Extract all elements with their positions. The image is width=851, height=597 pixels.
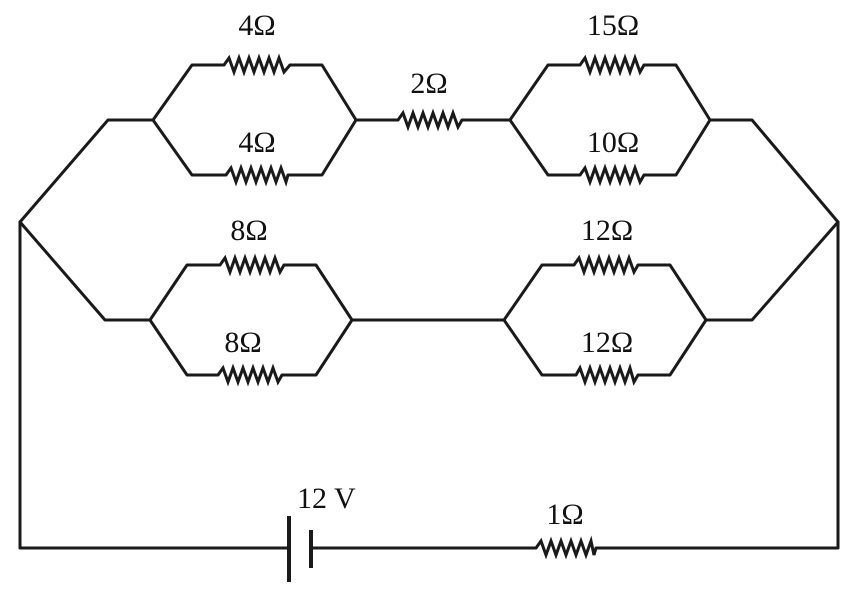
resistor-2ohm — [396, 108, 464, 132]
hex-b-bottom-left-wire — [508, 118, 582, 177]
hex-b-top-left-wire — [508, 63, 582, 122]
upper-branch-left-wire — [18, 118, 155, 224]
label-mid-left-lower: 8Ω — [224, 326, 261, 359]
label-mid-left-upper: 8Ω — [230, 214, 267, 247]
hex-b-bottom-right-wire — [642, 118, 712, 177]
resistor-4ohm-upper — [222, 53, 292, 77]
lower-branch-right-wire — [704, 220, 840, 322]
right-wire — [594, 220, 840, 550]
label-mid-right-upper: 12Ω — [581, 214, 633, 247]
hex-c-bottom-left-wire — [148, 318, 220, 377]
resistor-15ohm — [578, 53, 646, 77]
hex-a-top-wires — [151, 63, 226, 122]
hex-c-top-left-wire — [148, 263, 222, 322]
resistor-10ohm — [578, 163, 646, 187]
label-mid-right-lower: 12Ω — [581, 326, 633, 359]
label-top-right-upper: 15Ω — [587, 9, 639, 42]
resistor-1ohm — [534, 535, 598, 560]
resistor-12ohm-lower — [574, 363, 640, 387]
label-top-middle: 2Ω — [410, 67, 447, 100]
hex-c-bottom-right-wire — [280, 318, 354, 377]
hex-a-bottom-right-wire — [286, 118, 358, 177]
battery — [287, 516, 313, 582]
label-top-right-lower: 10Ω — [587, 126, 639, 159]
hex-d-top-right-wire — [636, 263, 708, 322]
resistor-12ohm-upper — [572, 253, 640, 277]
labels: 4Ω 4Ω 2Ω 15Ω 10Ω 8Ω 8Ω 12Ω 12Ω 1Ω 12 V — [224, 9, 639, 531]
hex-d-bottom-right-wire — [636, 318, 708, 377]
hex-d-top-left-wire — [502, 263, 576, 322]
label-battery: 12 V — [297, 482, 356, 515]
hex-c-top-right-wire — [282, 263, 354, 322]
hex-d-bottom-left-wire — [502, 318, 578, 377]
hex-b-top-right-wire — [642, 63, 712, 122]
wires — [18, 63, 840, 550]
lower-branch-left-wire — [18, 220, 152, 322]
label-bottom-resistor: 1Ω — [546, 498, 583, 531]
left-wire — [18, 220, 290, 550]
resistor-4ohm-lower — [224, 163, 290, 187]
hex-a-bottom-left-wire — [151, 118, 228, 177]
hex-a-top-right-wire — [288, 63, 358, 122]
resistor-8ohm-upper — [218, 253, 286, 277]
label-top-left-upper: 4Ω — [238, 9, 275, 42]
label-top-left-lower: 4Ω — [238, 126, 275, 159]
resistors — [216, 53, 646, 560]
resistor-8ohm-lower — [216, 363, 284, 387]
upper-branch-right-wire — [708, 118, 840, 224]
